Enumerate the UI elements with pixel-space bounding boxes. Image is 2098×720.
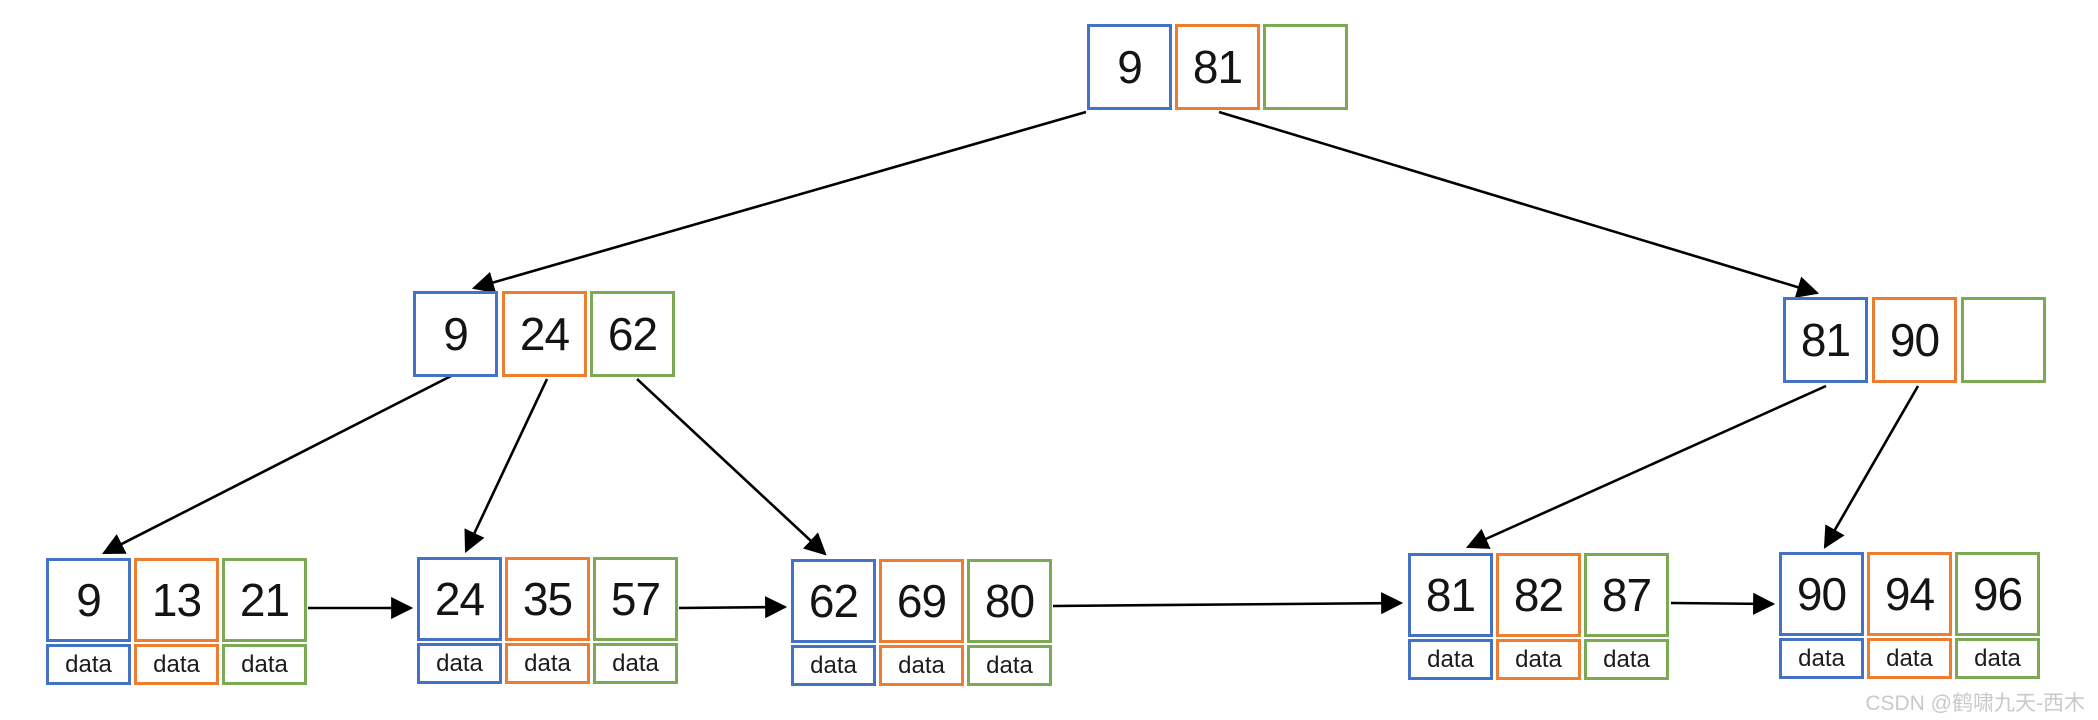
watermark: CSDN @鹤啸九天-西木 [1865,692,2085,715]
key-cell: 9 [46,558,131,642]
key-cell [1263,24,1348,110]
data-pointer-cell: data [46,644,131,685]
edge-leaf3-leaf4 [1052,592,1404,615]
data-pointer-cell: data [134,644,219,685]
data-pointer-cell: data [791,645,876,686]
key-cell: 94 [1867,552,1952,636]
key-cell: 13 [134,558,219,642]
data-pointer-cell: data [1496,639,1581,680]
edge-internalRight-leaf5 [1823,385,1920,549]
key-cell: 69 [879,559,964,643]
key-cell: 81 [1175,24,1260,110]
edge-internalLeft-leaf3 [636,378,827,556]
key-cell [1961,297,2046,383]
data-pointer-cell: data [417,643,502,684]
key-cell: 9 [413,291,498,377]
key-cell: 21 [222,558,307,642]
data-pointer-cell: data [1867,638,1952,679]
data-pointer-cell: data [967,645,1052,686]
key-cell: 57 [593,557,678,641]
data-pointer-cell: data [1408,639,1493,680]
edge-root-internalLeft [471,110,1087,294]
data-pointer-cell: data [1955,638,2040,679]
key-cell: 62 [791,559,876,643]
edge-leaf4-leaf5 [1670,592,1776,615]
key-cell: 81 [1783,297,1868,383]
key-cell: 96 [1955,552,2040,636]
data-pointer-cell: data [593,643,678,684]
edge-root-internalRight [1218,110,1820,298]
key-cell: 90 [1779,552,1864,636]
data-pointer-cell: data [879,645,964,686]
data-pointer-cell: data [505,643,590,684]
data-pointer-cell: data [222,644,307,685]
key-cell: 35 [505,557,590,641]
key-cell: 24 [417,557,502,641]
key-cell: 62 [590,291,675,377]
edge-internalLeft-leaf2 [464,378,549,553]
key-cell: 87 [1584,553,1669,637]
data-pointer-cell: data [1584,639,1669,680]
edge-internalRight-leaf4 [1465,384,1827,549]
edge-internalLeft-leaf1 [102,373,454,555]
edge-leaf2-leaf3 [678,596,788,619]
key-cell: 9 [1087,24,1172,110]
key-cell: 81 [1408,553,1493,637]
key-cell: 82 [1496,553,1581,637]
key-cell: 24 [502,291,587,377]
key-cell: 90 [1872,297,1957,383]
key-cell: 80 [967,559,1052,643]
data-pointer-cell: data [1779,638,1864,679]
